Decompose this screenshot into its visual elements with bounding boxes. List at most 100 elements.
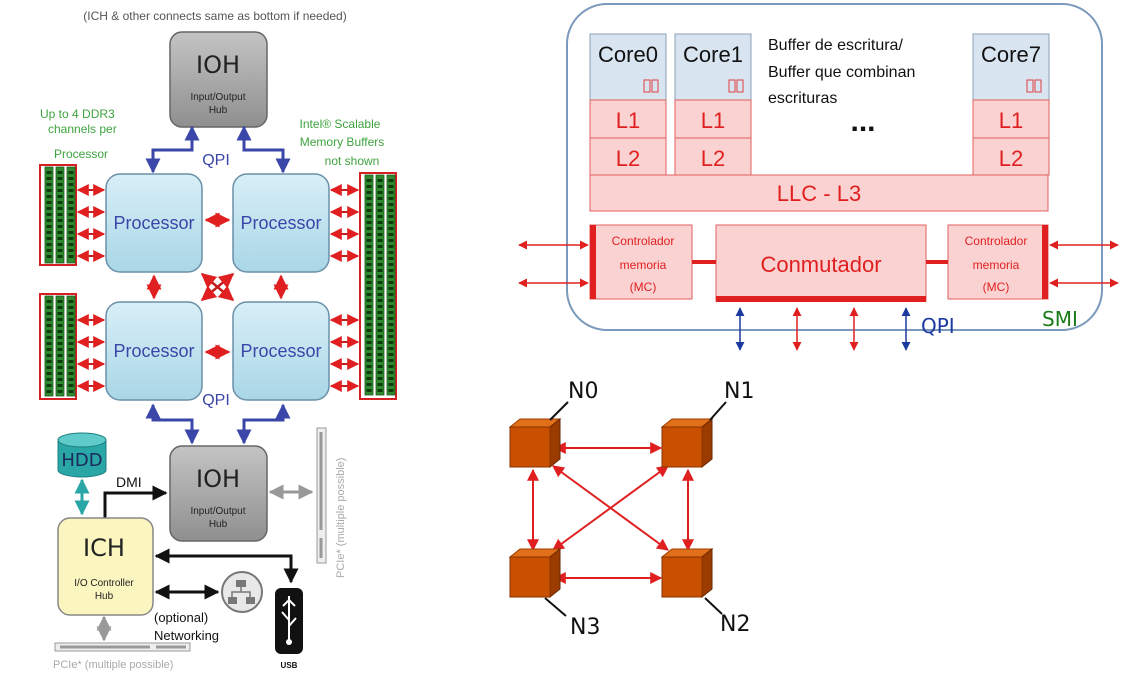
dimm-chip <box>377 347 383 350</box>
dimm-chip <box>57 219 63 222</box>
dimm-chip <box>68 324 74 327</box>
cache-l1 <box>972 99 1050 139</box>
dimm-chip <box>377 233 383 236</box>
dimm-chip <box>377 269 383 272</box>
node-label-n1: N1 <box>724 379 754 404</box>
intel-note: Intel® Scalable Memory Buffers not shown <box>300 117 385 168</box>
dimm-chip <box>366 215 372 218</box>
node-label-n0: N0 <box>568 379 598 404</box>
dimm-chip <box>377 263 383 266</box>
dimm-chip <box>46 195 52 198</box>
dimm-chip <box>46 330 52 333</box>
dimm-chip <box>366 383 372 386</box>
dimm-chip <box>377 227 383 230</box>
node-n0 <box>508 417 562 469</box>
svg-text:memoria: memoria <box>973 258 1020 272</box>
dimm-chip <box>388 389 394 392</box>
dimm-chip <box>68 225 74 228</box>
dimm-chip <box>57 255 63 258</box>
node-leaders <box>544 401 727 617</box>
dimm-chip <box>68 390 74 393</box>
svg-text:I/O Controller: I/O Controller <box>74 578 134 589</box>
dimm-chip <box>388 305 394 308</box>
dmi-label: DMI <box>116 474 142 490</box>
dimm-chip <box>388 269 394 272</box>
dimm-chip <box>46 324 52 327</box>
ich-usb-link <box>154 548 299 584</box>
dimm-chip <box>46 201 52 204</box>
write-buffer-slot <box>736 79 744 93</box>
dimm-chip <box>57 330 63 333</box>
dimm-chip <box>366 209 372 212</box>
dimm-chip <box>388 245 394 248</box>
dimm-chip <box>377 317 383 320</box>
dimm-chip <box>377 365 383 368</box>
node-side-face <box>549 417 561 469</box>
processor-0: Processor <box>105 173 203 273</box>
node-front-face <box>661 426 703 468</box>
dimm-chip <box>377 305 383 308</box>
svg-text:Memory Buffers: Memory Buffers <box>300 135 384 149</box>
svg-text:memoria: memoria <box>620 258 667 272</box>
ioh-top-title: IOH <box>196 51 240 79</box>
dimm-chip <box>46 207 52 210</box>
dimm-chip <box>377 251 383 254</box>
write-buffer-slot <box>728 79 736 93</box>
dimm-chip <box>68 207 74 210</box>
dimm-chip <box>388 197 394 200</box>
dimm-chip <box>68 306 74 309</box>
dimm-chip <box>366 287 372 290</box>
cache-l2-label: L2 <box>999 146 1023 171</box>
dimm-chip <box>377 389 383 392</box>
dimm-chip <box>377 179 383 182</box>
llc-l3: LLC - L3 <box>589 174 1049 212</box>
dimm-chip <box>46 336 52 339</box>
dimm-chip <box>388 227 394 230</box>
dimm-chip <box>366 299 372 302</box>
svg-text:ICH: ICH <box>83 534 125 562</box>
dimm-chip <box>68 171 74 174</box>
svg-text:Networking: Networking <box>154 628 219 643</box>
dimm-stick <box>364 174 374 396</box>
dimm-chip <box>366 281 372 284</box>
ioh-bottom: IOH Input/Output Hub <box>169 445 268 542</box>
ioh-top-sub2: Hub <box>209 105 228 116</box>
dimm-chip <box>57 225 63 228</box>
dimm-chip <box>388 287 394 290</box>
dimm-chip <box>68 384 74 387</box>
node-n3 <box>508 547 562 599</box>
dimm-chip <box>46 225 52 228</box>
dimm-chip <box>388 377 394 380</box>
core-name: Core7 <box>981 42 1041 67</box>
dimm-chip <box>377 275 383 278</box>
svg-text:Controlador: Controlador <box>965 234 1028 248</box>
dimm-chip <box>68 348 74 351</box>
dimm-chip <box>46 312 52 315</box>
svg-text:(optional): (optional) <box>154 610 208 625</box>
dimm-chip <box>68 183 74 186</box>
dimm-chip <box>57 306 63 309</box>
dimm-chip <box>68 300 74 303</box>
dimm-chip <box>46 354 52 357</box>
dimm-chip <box>68 195 74 198</box>
processor-2: Processor <box>105 301 203 401</box>
dimm-chip <box>46 249 52 252</box>
svg-text:(MC): (MC) <box>983 280 1010 294</box>
qpi-link-ioh-p1 <box>236 125 291 174</box>
qpi-label-bottom: QPI <box>202 392 230 409</box>
pcie-slot-right: PCIe* (multiple possible) <box>316 427 347 578</box>
core-box <box>674 33 752 101</box>
dimm-chip <box>388 317 394 320</box>
dimm-chip <box>377 281 383 284</box>
dimm-chip <box>68 243 74 246</box>
dimm-chip <box>68 330 74 333</box>
dimm-chip <box>57 384 63 387</box>
dimm-chip <box>57 249 63 252</box>
dimm-chip <box>388 311 394 314</box>
dimm-chip <box>366 389 372 392</box>
dimm-chip <box>46 237 52 240</box>
dimm-chip <box>57 243 63 246</box>
node-n2 <box>660 547 714 599</box>
